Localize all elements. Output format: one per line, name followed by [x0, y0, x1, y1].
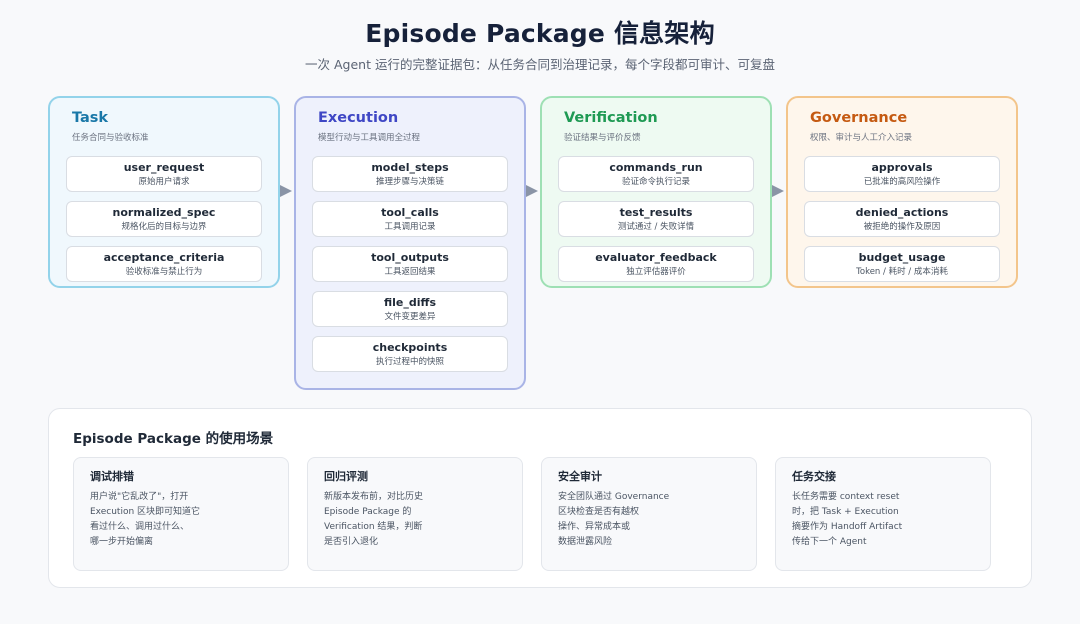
field-budget-usage: budget_usage Token / 耗时 / 成本消耗 — [804, 246, 1000, 282]
card-title: 回归评测 — [324, 470, 368, 483]
field-desc: 文件变更差异 — [384, 312, 436, 322]
column-title: Task — [72, 110, 109, 126]
card-line: 新版本发布前，对比历史 — [324, 492, 424, 502]
field-desc: 执行过程中的快照 — [375, 357, 444, 367]
usage-title: Episode Package 的使用场景 — [73, 431, 274, 447]
card-line: 安全团队通过 Governance — [558, 492, 670, 502]
field-evaluator-feedback: evaluator_feedback 独立评估器评价 — [558, 246, 754, 282]
field-name: model_steps — [371, 161, 449, 174]
card-title: 调试排错 — [90, 470, 134, 483]
field-desc: 独立评估器评价 — [626, 267, 686, 277]
field-file-diffs: file_diffs 文件变更差异 — [312, 291, 508, 327]
card-line: 区块检查是否有越权 — [558, 507, 640, 517]
card-line: Execution 区块即可知道它 — [90, 507, 201, 517]
field-desc: 工具返回结果 — [384, 267, 436, 277]
field-test-results: test_results 测试通过 / 失败详情 — [558, 201, 754, 237]
execution-column: Execution 模型行动与工具调用全过程 model_steps 推理步骤与… — [294, 96, 526, 390]
field-desc: 验收标准与禁止行为 — [125, 267, 203, 277]
page-title: Episode Package 信息架构 — [365, 19, 715, 48]
card-line: 传给下一个 Agent — [792, 537, 867, 547]
card-title: 任务交接 — [792, 470, 836, 483]
field-tool-outputs: tool_outputs 工具返回结果 — [312, 246, 508, 282]
column-subtitle: 权限、审计与人工介入记录 — [810, 133, 913, 143]
usage-card-security-audit: 安全审计 安全团队通过 Governance 区块检查是否有越权 操作、异常成本… — [541, 457, 757, 571]
usage-card-debugging: 调试排错 用户说"它乱改了"，打开 Execution 区块即可知道它 看过什么… — [73, 457, 289, 571]
field-desc: 被拒绝的操作及原因 — [863, 222, 941, 232]
card-line: 摘要作为 Handoff Artifact — [792, 522, 903, 532]
field-name: user_request — [123, 161, 205, 174]
field-normalized-spec: normalized_spec 规格化后的目标与边界 — [66, 201, 262, 237]
column-title: Execution — [318, 110, 399, 126]
column-title: Verification — [564, 110, 658, 126]
field-name: commands_run — [609, 161, 703, 174]
field-desc: 已批准的高风险操作 — [863, 177, 941, 187]
field-desc: 推理步骤与决策链 — [375, 177, 444, 187]
field-name: tool_calls — [381, 206, 439, 219]
usage-card-handoff: 任务交接 长任务需要 context reset 时，把 Task + Exec… — [775, 457, 991, 571]
field-desc: 测试通过 / 失败详情 — [617, 222, 695, 232]
card-line: 时，把 Task + Execution — [792, 507, 899, 517]
field-desc: Token / 耗时 / 成本消耗 — [856, 267, 948, 277]
card-title: 安全审计 — [558, 470, 602, 483]
card-line: 操作、异常成本或 — [558, 522, 631, 532]
field-name: approvals — [871, 161, 933, 174]
verification-column: Verification 验证结果与评价反馈 commands_run 验证命令… — [540, 96, 772, 288]
field-name: denied_actions — [855, 206, 949, 219]
card-line: 长任务需要 context reset — [792, 492, 900, 502]
field-name: acceptance_criteria — [103, 251, 225, 264]
card-line: 用户说"它乱改了"，打开 — [90, 492, 189, 502]
field-desc: 原始用户请求 — [138, 177, 190, 187]
field-name: checkpoints — [372, 341, 448, 354]
field-model-steps: model_steps 推理步骤与决策链 — [312, 156, 508, 192]
field-checkpoints: checkpoints 执行过程中的快照 — [312, 336, 508, 372]
column-subtitle: 任务合同与验收标准 — [72, 133, 149, 143]
field-name: evaluator_feedback — [595, 251, 717, 264]
card-line: 哪一步开始偏离 — [90, 537, 154, 547]
field-name: budget_usage — [858, 251, 946, 264]
field-desc: 规格化后的目标与边界 — [121, 222, 207, 232]
field-name: tool_outputs — [371, 251, 449, 264]
usage-section: Episode Package 的使用场景 调试排错 用户说"它乱改了"，打开 … — [48, 408, 1032, 588]
field-approvals: approvals 已批准的高风险操作 — [804, 156, 1000, 192]
column-subtitle: 验证结果与评价反馈 — [564, 133, 641, 143]
card-line: 看过什么、调用过什么、 — [90, 522, 190, 532]
card-line: Verification 结果，判断 — [324, 522, 423, 532]
field-denied-actions: denied_actions 被拒绝的操作及原因 — [804, 201, 1000, 237]
field-commands-run: commands_run 验证命令执行记录 — [558, 156, 754, 192]
usage-card-regression: 回归评测 新版本发布前，对比历史 Episode Package 的 Verif… — [307, 457, 523, 571]
card-line: Episode Package 的 — [324, 507, 412, 517]
page-subtitle: 一次 Agent 运行的完整证据包：从任务合同到治理记录，每个字段都可审计、可复… — [305, 57, 775, 72]
flow-arrow-icon — [526, 185, 538, 197]
field-acceptance-criteria: acceptance_criteria 验收标准与禁止行为 — [66, 246, 262, 282]
card-line: 是否引入退化 — [324, 537, 379, 547]
field-user-request: user_request 原始用户请求 — [66, 156, 262, 192]
field-tool-calls: tool_calls 工具调用记录 — [312, 201, 508, 237]
column-subtitle: 模型行动与工具调用全过程 — [318, 133, 421, 143]
flow-arrow-icon — [280, 185, 292, 197]
field-desc: 验证命令执行记录 — [621, 177, 690, 187]
field-name: normalized_spec — [112, 206, 216, 219]
field-name: file_diffs — [384, 296, 436, 309]
flow-arrow-icon — [772, 185, 784, 197]
field-name: test_results — [619, 206, 693, 219]
card-line: 数据泄露风险 — [558, 537, 613, 547]
governance-column: Governance 权限、审计与人工介入记录 approvals 已批准的高风… — [786, 96, 1018, 288]
task-column: Task 任务合同与验收标准 user_request 原始用户请求 norma… — [48, 96, 280, 288]
column-title: Governance — [810, 110, 908, 126]
field-desc: 工具调用记录 — [384, 222, 436, 232]
